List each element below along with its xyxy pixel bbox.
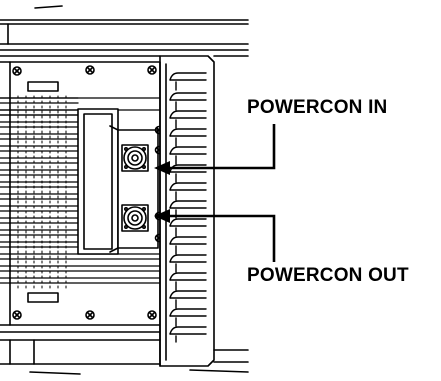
powercon-out-connector-icon: [121, 204, 149, 232]
callout-arrow-in: [168, 124, 276, 170]
arrow-icon: [154, 161, 170, 175]
callout-arrow-out: [168, 214, 276, 262]
fin-hatch: [17, 95, 67, 291]
vent-slots: [169, 72, 207, 343]
connector-plate: [77, 108, 159, 255]
powercon-out-label: POWERCON OUT: [247, 265, 409, 286]
heatsink-fins: [0, 97, 161, 284]
powercon-in-label: POWERCON IN: [247, 97, 388, 118]
heatsink-frame: [0, 61, 161, 333]
powercon-in-connector-icon: [121, 144, 149, 172]
housing-top: [0, 5, 249, 57]
arrow-icon: [154, 209, 170, 223]
housing-right: [0, 55, 249, 375]
